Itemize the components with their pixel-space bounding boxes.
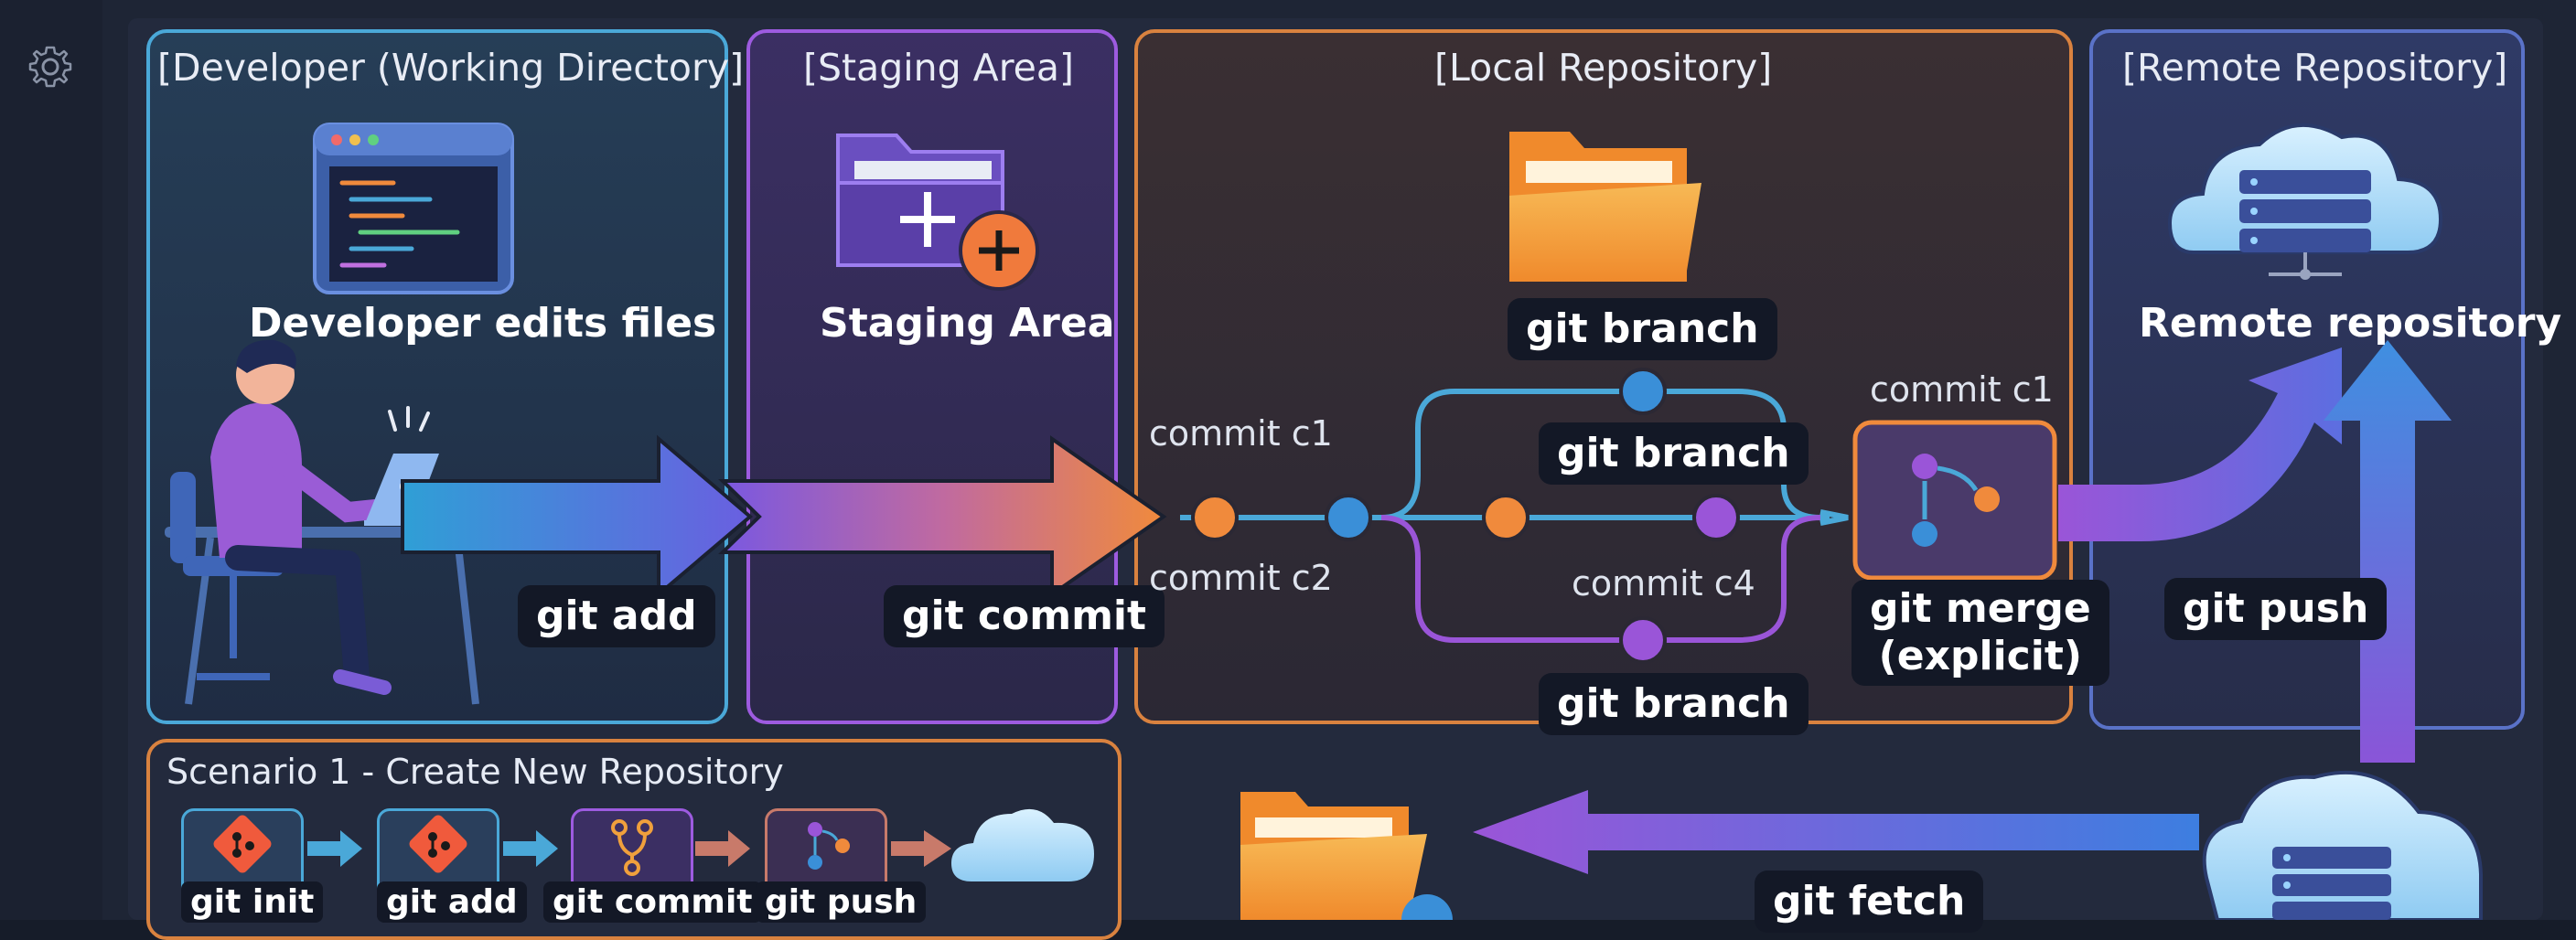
git-branch-bottom-label[interactable]: git branch <box>1539 673 1809 735</box>
git-commit-arrow <box>718 435 1167 598</box>
left-sidebar <box>0 0 102 920</box>
remote-panel-title: [Remote Repository] <box>2122 46 2508 90</box>
scenario-arrows <box>307 830 558 867</box>
local-panel-title: [Local Repository] <box>1434 46 1773 90</box>
commit-c2-label: commit c2 <box>1149 558 1333 598</box>
scenario-arrows-orange <box>695 830 951 867</box>
commit-c1-label: commit c1 <box>1149 413 1333 454</box>
scenario-step-label: git add <box>377 881 527 923</box>
scenario-title: Scenario 1 - Create New Repository <box>166 752 784 792</box>
remote-cloud-server-icon <box>2167 123 2443 280</box>
developer-illustration <box>165 339 479 705</box>
staging-caption: Staging Area <box>820 300 1115 347</box>
commit-node-c2[interactable] <box>1325 494 1372 541</box>
staging-panel-title: [Staging Area] <box>803 46 1075 90</box>
commit-c4-label: commit c4 <box>1572 563 1755 604</box>
upload-arrow <box>2324 340 2452 763</box>
git-icon <box>409 815 467 873</box>
remote-cloud-server-bottom-icon <box>2202 770 2483 920</box>
local-folder-icon <box>1509 132 1701 282</box>
scenario-step-label: git commit <box>543 881 762 923</box>
merge-icon[interactable] <box>1852 420 2057 581</box>
scenario-step-label: git init <box>181 881 324 923</box>
git-fetch-arrow <box>1473 790 2199 874</box>
fetched-folder-icon <box>1240 792 1453 920</box>
commit-c1-merge-label: commit c1 <box>1870 369 2054 410</box>
merge-icon <box>808 822 850 870</box>
branch-icon <box>611 819 653 876</box>
scenario-cloud-icon <box>951 808 1094 881</box>
developer-panel-title: [Developer (Working Directory] <box>157 46 745 90</box>
git-branch-top-label[interactable]: git branch <box>1508 298 1777 360</box>
git-commit-label[interactable]: git commit <box>884 585 1165 647</box>
git-push-arrow <box>2058 347 2342 541</box>
git-icon <box>213 815 272 873</box>
git-push-label[interactable]: git push <box>2164 578 2388 640</box>
staging-folder-icon <box>836 134 1039 291</box>
git-add-arrow <box>401 434 754 599</box>
scenario-step-label: git push <box>756 881 927 923</box>
branch-node-bottom[interactable] <box>1619 616 1667 664</box>
commit-node-c3[interactable] <box>1482 494 1530 541</box>
commit-node-c1[interactable] <box>1191 494 1239 541</box>
git-merge-label[interactable]: git merge (explicit) <box>1852 580 2109 686</box>
git-fetch-label[interactable]: git fetch <box>1755 871 1984 933</box>
commit-node-c4[interactable] <box>1692 494 1740 541</box>
git-branch-mid-label[interactable]: git branch <box>1539 422 1809 485</box>
branch-node-top[interactable] <box>1619 368 1667 415</box>
diagram-graphics <box>165 123 2483 920</box>
git-add-label[interactable]: git add <box>518 585 715 647</box>
developer-caption: Developer edits files <box>249 300 717 347</box>
remote-caption: Remote repository <box>2139 300 2562 347</box>
settings-gear-icon[interactable] <box>26 42 75 91</box>
code-monitor-icon <box>313 123 514 294</box>
